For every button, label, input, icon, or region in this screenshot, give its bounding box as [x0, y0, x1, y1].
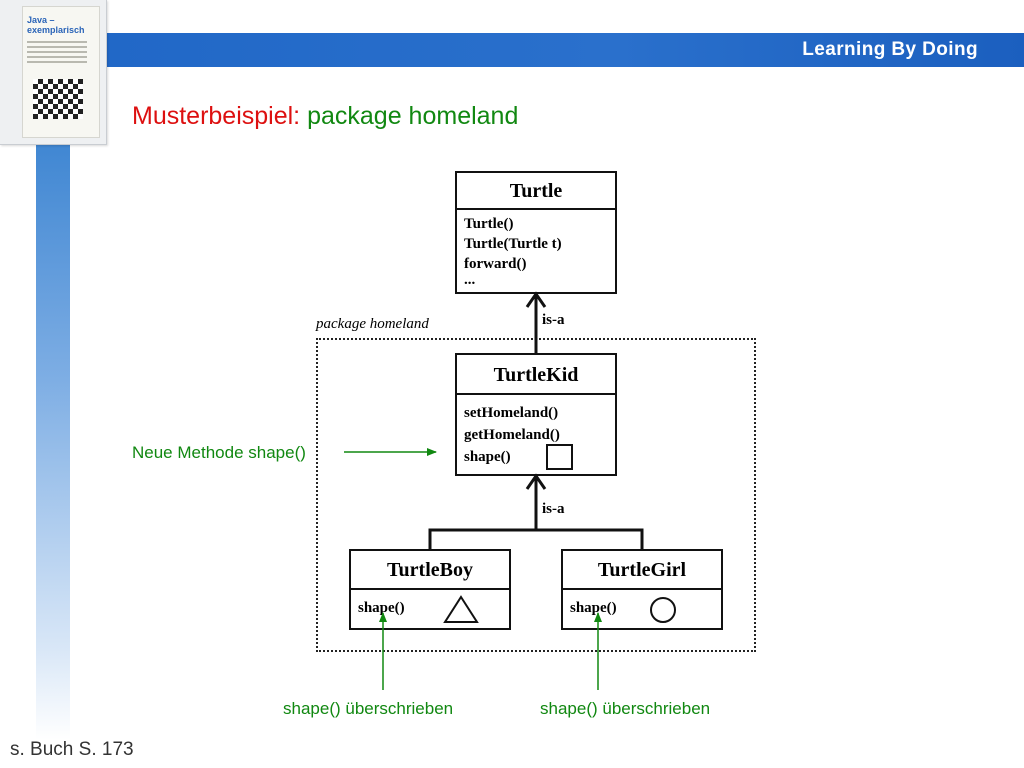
annotation-girl-override: shape() überschrieben: [540, 699, 711, 718]
relation-label: is-a: [542, 501, 565, 517]
method-list-turtlegirl: shape(): [563, 590, 721, 623]
package-label: package homeland: [316, 316, 429, 332]
book-reference: s. Buch S. 173: [10, 739, 134, 760]
annotation-boy-override: shape() überschrieben: [283, 699, 454, 718]
method-item: Turtle(Turtle t): [464, 236, 562, 252]
class-name-turtleboy: TurtleBoy: [351, 551, 509, 590]
book-cover-title: Java – exemplarisch: [27, 15, 85, 35]
annotation-new-method: Neue Methode shape(): [132, 443, 306, 462]
checkerboard-icon: [33, 79, 83, 119]
method-item: setHomeland(): [464, 405, 559, 421]
class-box-turtlegirl: TurtleGirl shape(): [561, 549, 723, 630]
method-item: ...: [464, 272, 476, 288]
class-box-turtle: Turtle Turtle() Turtle(Turtle t) forward…: [455, 171, 617, 294]
square-shape-icon: [546, 444, 573, 470]
book-cover-text-lines: [27, 41, 87, 66]
class-name-turtlegirl: TurtleGirl: [563, 551, 721, 590]
circle-shape-icon: [650, 597, 676, 623]
book-cover-image: Java – exemplarisch: [0, 0, 107, 145]
method-item: forward(): [464, 256, 527, 272]
header-banner: Learning By Doing: [0, 33, 1024, 67]
decorative-stripe: [36, 140, 70, 740]
class-name-turtlekid: TurtleKid: [457, 355, 615, 395]
method-item: shape(): [358, 600, 405, 616]
method-list-turtleboy: shape(): [351, 590, 509, 623]
slide-title: Musterbeispiel: package homeland: [132, 102, 518, 131]
method-list-turtle: Turtle() Turtle(Turtle t) forward() ...: [457, 210, 615, 288]
method-item: shape(): [570, 600, 617, 616]
banner-text: Learning By Doing: [802, 39, 978, 60]
class-name-turtle: Turtle: [457, 173, 615, 210]
method-item: getHomeland(): [464, 427, 560, 443]
relation-label: is-a: [542, 312, 565, 328]
class-box-turtlekid: TurtleKid setHomeland() getHomeland() sh…: [455, 353, 617, 476]
triangle-shape-icon: [443, 595, 479, 623]
method-item: shape(): [464, 449, 511, 465]
slide-title-prefix: Musterbeispiel:: [132, 102, 301, 130]
book-cover-page: Java – exemplarisch: [22, 6, 100, 138]
slide-title-main: package homeland: [307, 102, 519, 130]
method-item: Turtle(): [464, 216, 514, 232]
class-box-turtleboy: TurtleBoy shape(): [349, 549, 511, 630]
method-list-turtlekid: setHomeland() getHomeland() shape(): [457, 395, 615, 470]
